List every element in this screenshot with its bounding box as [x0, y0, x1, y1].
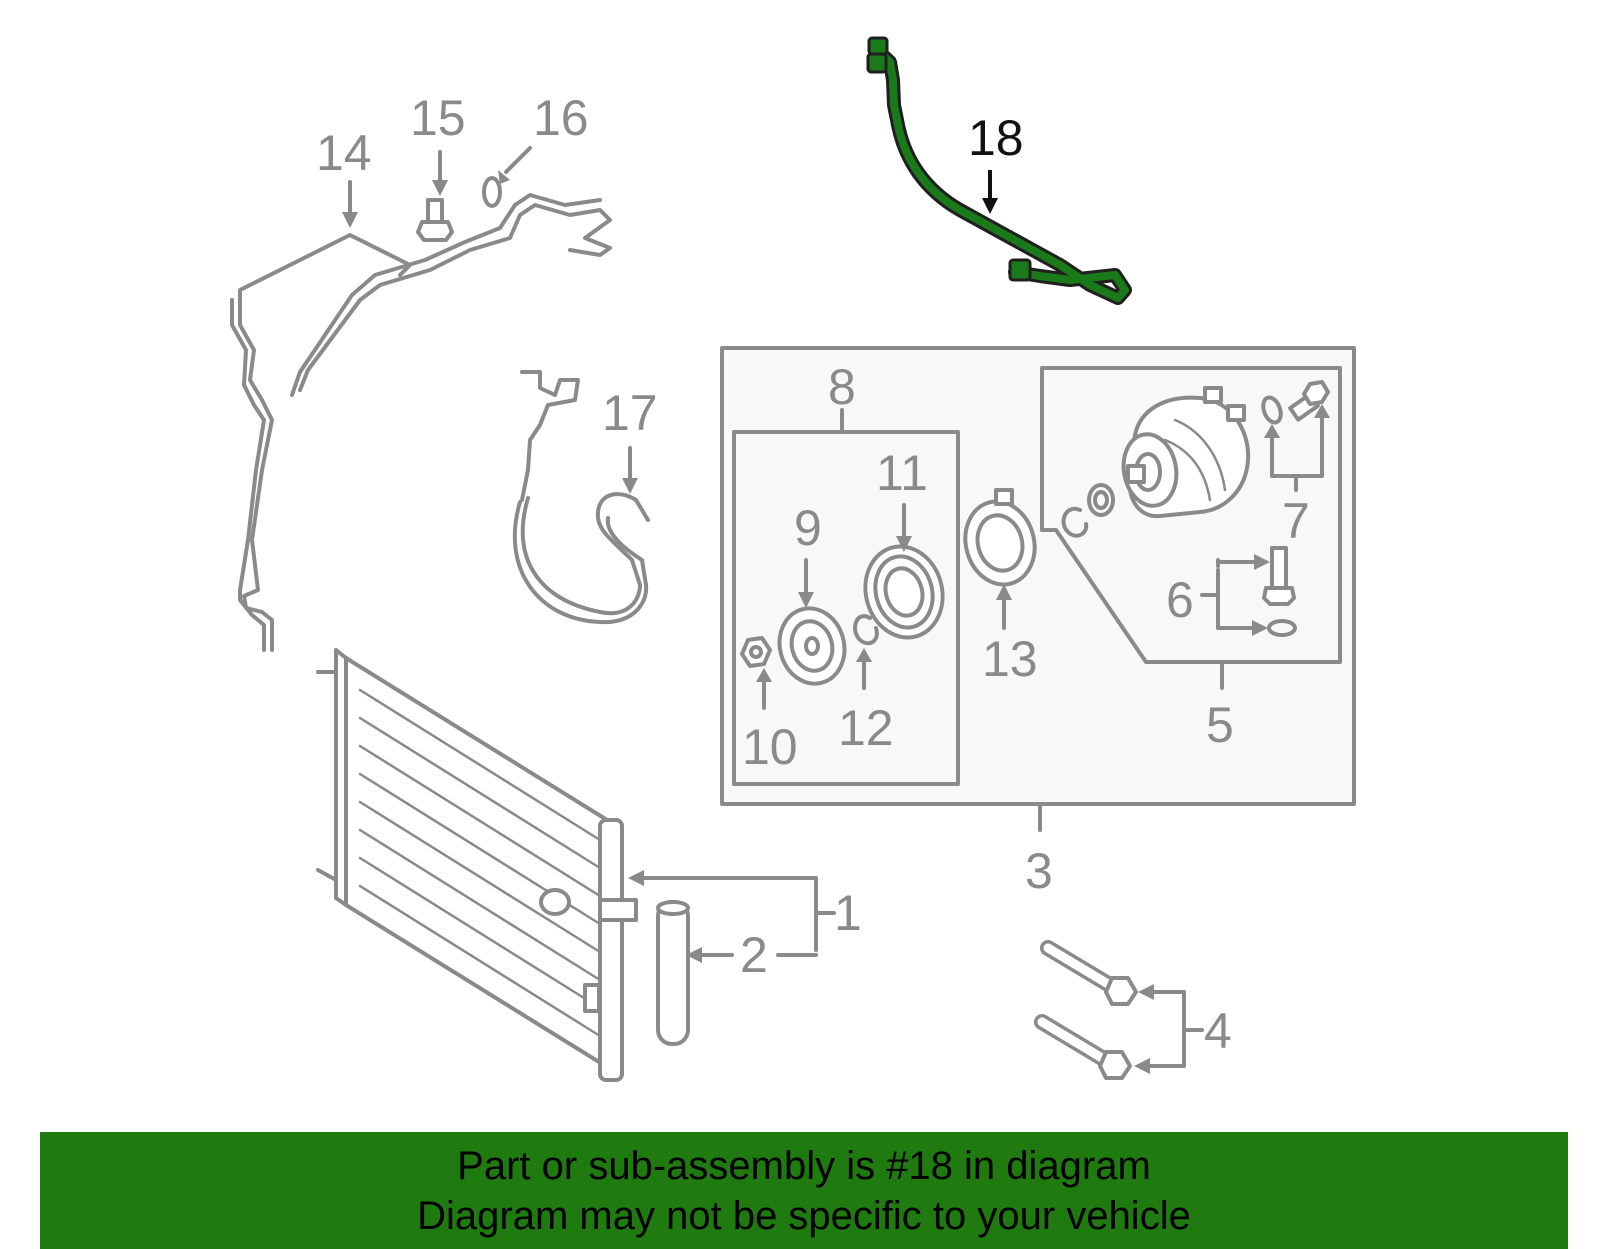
- part-6-bolt-and-o-ring[interactable]: [1262, 546, 1297, 637]
- callout-5: 5: [1206, 662, 1234, 753]
- part-7-relief-valve[interactable]: [1260, 380, 1330, 425]
- callout-4: 4: [1134, 984, 1232, 1074]
- callout-1: 1: [628, 870, 862, 952]
- callout-17: 17: [602, 385, 658, 494]
- callout-1-label: 1: [834, 885, 862, 941]
- part-1-condenser[interactable]: [316, 648, 638, 1082]
- callout-14-label: 14: [316, 125, 372, 181]
- callout-3-label: 3: [1025, 843, 1053, 899]
- callout-10: 10: [742, 668, 798, 775]
- callout-12-label: 12: [838, 700, 894, 756]
- callout-9: 9: [794, 500, 822, 608]
- callout-15: 15: [410, 90, 466, 196]
- compressor-shaft-rings: [1061, 483, 1115, 538]
- callout-4-label: 4: [1204, 1003, 1232, 1059]
- callout-7: 7: [1264, 404, 1330, 549]
- part-11-pulley[interactable]: [855, 538, 952, 647]
- part-13-field-coil[interactable]: [956, 488, 1043, 592]
- callout-18: 18: [968, 110, 1024, 214]
- callout-13-label: 13: [982, 631, 1038, 687]
- callout-6: 6: [1166, 554, 1270, 636]
- callout-2-label: 2: [740, 927, 768, 983]
- callout-12: 12: [838, 648, 894, 756]
- callout-6-label: 6: [1166, 572, 1194, 628]
- part-4-mounting-bolts[interactable]: [1034, 940, 1138, 1080]
- banner-line-2: Diagram may not be specific to your vehi…: [417, 1193, 1191, 1238]
- compressor-body[interactable]: [1118, 386, 1251, 519]
- callout-13: 13: [982, 584, 1038, 687]
- part-18-ac-line-highlighted[interactable]: [866, 36, 1132, 305]
- part-17-hose[interactable]: [512, 370, 650, 625]
- callout-16: 16: [498, 90, 589, 184]
- part-15-bolt[interactable]: [416, 198, 454, 242]
- callout-15-label: 15: [410, 90, 466, 146]
- callout-7-label: 7: [1282, 493, 1310, 549]
- part-14-ac-line[interactable]: [230, 193, 612, 652]
- callout-10-label: 10: [742, 719, 798, 775]
- info-banner: Part or sub-assembly is #18 in diagram D…: [40, 1132, 1568, 1249]
- callout-9-label: 9: [794, 500, 822, 556]
- callout-2: 2: [686, 927, 818, 983]
- callout-14: 14: [316, 125, 372, 228]
- callout-5-label: 5: [1206, 697, 1234, 753]
- part-2-drier[interactable]: [656, 900, 690, 1046]
- callout-8: 8: [828, 359, 856, 434]
- callout-8-label: 8: [828, 359, 856, 415]
- callout-11-label: 11: [876, 445, 928, 501]
- callout-18-label: 18: [968, 110, 1024, 166]
- callout-17-label: 17: [602, 385, 658, 441]
- callout-3: 3: [1025, 804, 1053, 899]
- part-12-snap-ring[interactable]: [853, 614, 879, 646]
- part-9-pressure-plate[interactable]: [771, 601, 852, 691]
- callout-11: 11: [876, 445, 928, 552]
- part-16-o-ring[interactable]: [482, 176, 502, 208]
- banner-line-1: Part or sub-assembly is #18 in diagram: [457, 1143, 1151, 1188]
- callout-16-label: 16: [533, 90, 589, 146]
- part-10-nut[interactable]: [740, 636, 772, 668]
